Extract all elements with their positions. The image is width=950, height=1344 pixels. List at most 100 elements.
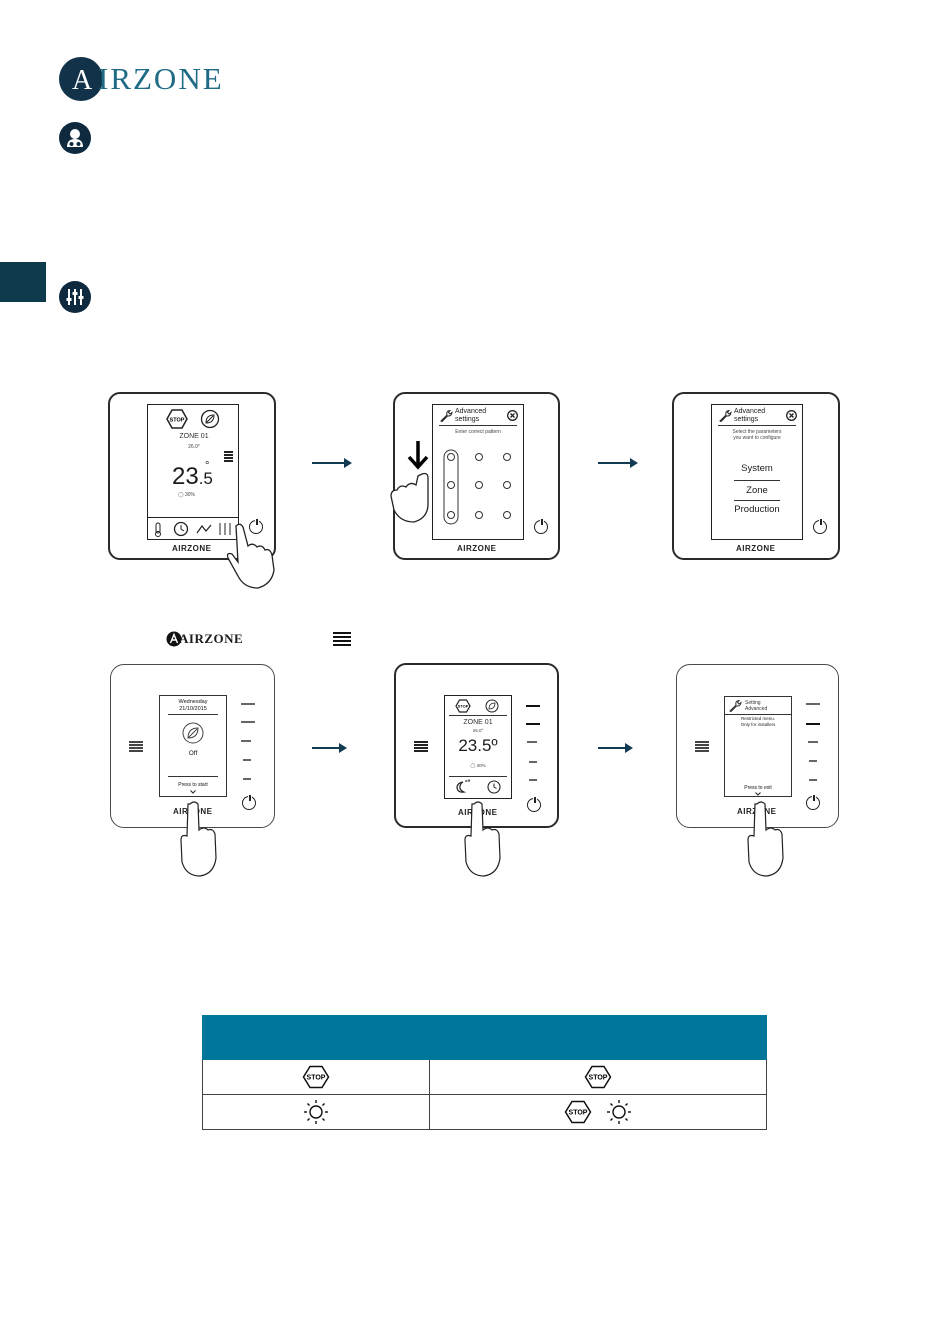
table-header-cell <box>429 1015 767 1060</box>
table-row: STOP STOP <box>202 1059 767 1095</box>
menu-lines-icon[interactable] <box>129 741 143 752</box>
eco-leaf-icon <box>182 722 204 744</box>
stop-icon: STOP <box>584 1065 612 1089</box>
eco-leaf-icon[interactable] <box>200 409 220 429</box>
power-button[interactable] <box>813 518 827 534</box>
power-button[interactable] <box>527 796 541 812</box>
svg-text:STOP: STOP <box>568 1110 587 1117</box>
wrench-icon <box>729 699 742 713</box>
wrench-icon <box>440 409 453 423</box>
led-indicator <box>806 703 820 705</box>
menu-lines-icon[interactable] <box>224 451 233 462</box>
flow-arrow <box>312 744 347 752</box>
table-row: STOP <box>202 1094 767 1130</box>
menu-option-system[interactable]: System <box>741 463 773 474</box>
led-indicator <box>809 779 817 781</box>
current-temperature: 23.5º <box>458 736 498 755</box>
power-button[interactable] <box>249 518 263 534</box>
drop-icon: ◯ <box>178 492 184 498</box>
thermostat-black-2: STOP ZONE 01 26.0° 23.5º ◯ 30% off AIRZO… <box>394 663 559 828</box>
svg-text:STOP: STOP <box>458 704 469 709</box>
degree-symbol: ° <box>205 460 210 472</box>
sun-icon <box>304 1100 328 1124</box>
flow-arrow <box>598 744 633 752</box>
hand-pointer-icon <box>226 523 275 589</box>
led-indicator <box>808 741 818 743</box>
zone-name: ZONE 01 <box>463 719 493 726</box>
stop-icon[interactable]: STOP <box>166 409 188 429</box>
hand-pointer-icon <box>747 801 784 877</box>
current-temperature: 23.5 <box>172 463 213 490</box>
flow-arrow <box>598 459 638 467</box>
zone-name: ZONE 01 <box>179 433 209 440</box>
menu-lines-icon <box>333 632 351 646</box>
off-badge: off <box>465 778 471 783</box>
close-icon[interactable] <box>507 410 518 421</box>
power-button[interactable] <box>806 794 820 810</box>
screen-subtitle: Restricted menu.Only for installers <box>740 716 776 727</box>
arrow-down-icon <box>407 441 429 470</box>
sun-icon <box>607 1100 632 1124</box>
flow-arrow <box>312 459 352 467</box>
row2-brand-label: AIRZONE <box>166 631 243 647</box>
airzone-logo: A IRZONE <box>58 56 224 102</box>
humidity: ◯ 30% <box>470 763 486 768</box>
unlock-pattern-grid[interactable] <box>441 447 521 527</box>
led-indicator <box>243 759 251 761</box>
setpoint: 26.0° <box>472 728 484 733</box>
hand-pointer-icon <box>464 801 501 877</box>
screen-footer: Press to start <box>178 782 208 788</box>
device-logo: AIRZONE <box>736 544 776 553</box>
device-logo: AIRZONE <box>457 544 497 553</box>
thermostat-device-1: STOP ZONE 01 26.0° 23.5 ° ◯ 30% AIRZON <box>108 392 276 560</box>
bottom-toolbar[interactable] <box>154 521 234 537</box>
table-cell: STOP <box>429 1059 767 1095</box>
svg-text:STOP: STOP <box>307 1075 326 1082</box>
hand-pointer-icon <box>390 472 429 523</box>
moon-icon[interactable] <box>455 780 467 794</box>
stop-icon[interactable]: STOP <box>455 699 471 713</box>
chevron-down-icon <box>190 790 196 794</box>
eco-leaf-icon[interactable] <box>485 699 499 713</box>
setpoint: 26.0° <box>188 444 200 450</box>
hand-pointer-icon <box>180 801 217 877</box>
menu-lines-icon[interactable] <box>414 741 428 752</box>
stop-icon: STOP <box>302 1065 330 1089</box>
logo-circle-icon <box>166 631 182 647</box>
menu-lines-icon[interactable] <box>695 741 709 752</box>
table-header-cell <box>202 1015 430 1060</box>
device-screen: STOP ZONE 01 26.0° 23.5º ◯ 30% off <box>444 695 512 799</box>
stop-icon: STOP <box>564 1100 591 1124</box>
close-icon[interactable] <box>786 410 797 421</box>
svg-text:STOP: STOP <box>170 418 185 424</box>
svg-text:A: A <box>72 65 93 96</box>
table-cell: STOP <box>202 1059 430 1095</box>
drop-icon: ◯ <box>470 763 476 768</box>
menu-option-zone[interactable]: Zone <box>746 485 768 496</box>
device-logo: AIRZONE <box>172 544 212 553</box>
menu-option-production[interactable]: Production <box>734 504 780 515</box>
svg-text:STOP: STOP <box>589 1075 608 1082</box>
led-indicator <box>243 778 251 780</box>
table-header-row <box>202 1015 767 1060</box>
led-indicator <box>241 740 251 742</box>
power-button[interactable] <box>242 794 256 810</box>
chevron-down-icon <box>755 792 761 796</box>
table-cell <box>202 1094 430 1130</box>
led-indicator <box>809 760 817 762</box>
power-button[interactable] <box>534 518 548 534</box>
clock-icon[interactable] <box>487 780 501 794</box>
installer-icon <box>59 122 91 154</box>
screen-subtitle: Enter correct pattern <box>455 429 501 435</box>
